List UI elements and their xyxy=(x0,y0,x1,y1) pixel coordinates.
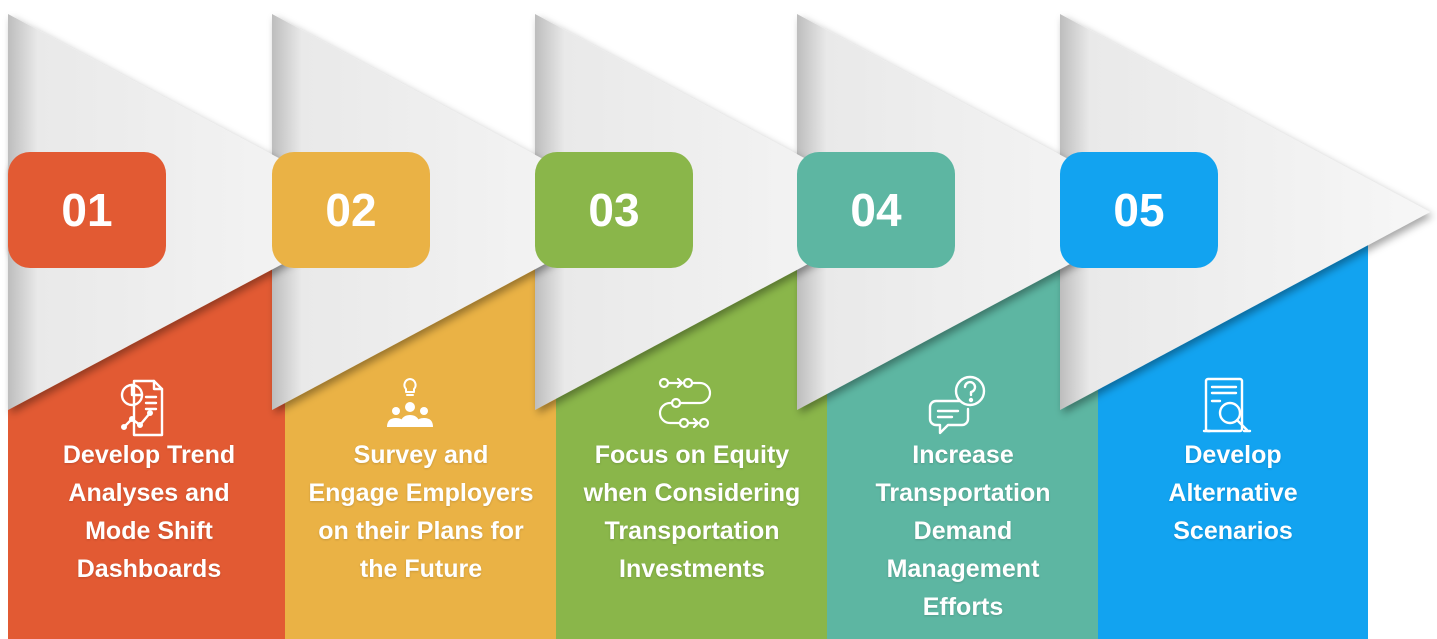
arrow-3 xyxy=(535,14,905,410)
tab-front-1 xyxy=(8,152,166,268)
arrow-5 xyxy=(1060,14,1430,410)
step-label-5: Develop Alternative Scenarios xyxy=(1168,441,1298,545)
arrow-1 xyxy=(8,14,380,410)
document-search-icon xyxy=(1202,377,1252,433)
arrow-2 xyxy=(272,14,642,410)
route-path-icon xyxy=(658,377,712,429)
step-label-2: Survey and Engage Employers on their Pla… xyxy=(308,441,534,583)
chat-question-icon xyxy=(928,375,986,435)
tab-front-4 xyxy=(797,152,955,268)
step-number-5: 05 xyxy=(1113,184,1165,236)
tab-front-2 xyxy=(272,152,430,268)
tab-front-5 xyxy=(1060,152,1218,268)
arrow-4 xyxy=(797,14,1167,410)
tab-front-3 xyxy=(535,152,693,268)
step-number-2: 02 xyxy=(325,184,377,236)
step-label-1: Develop Trend Analyses and Mode Shift Da… xyxy=(62,441,236,583)
team-idea-icon xyxy=(387,378,433,427)
step-label-3: Focus on Equity when Considering Transpo… xyxy=(583,441,801,583)
step-label-4: Increase Transportation Demand Managemen… xyxy=(875,441,1051,621)
step-number-1: 01 xyxy=(61,184,113,236)
report-chart-icon xyxy=(120,379,164,437)
step-number-4: 04 xyxy=(850,184,902,236)
step-number-3: 03 xyxy=(588,184,640,236)
